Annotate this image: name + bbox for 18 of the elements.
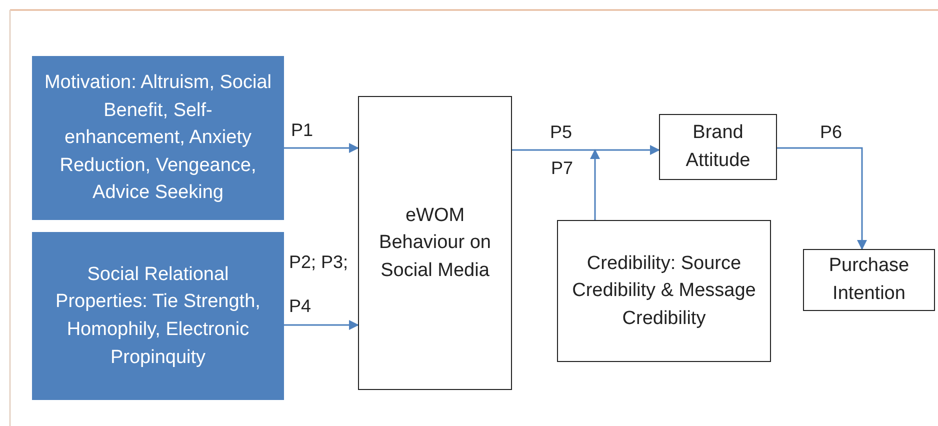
factor-box <box>32 232 284 400</box>
arrow <box>512 145 660 155</box>
box-label: Brand Attitude <box>684 121 752 173</box>
moderator-box <box>557 220 771 362</box>
edge-label: P2; P3; P4 <box>288 251 350 318</box>
factor-box <box>32 56 284 220</box>
arrow <box>284 143 359 153</box>
arrow <box>284 320 359 330</box>
box-label: eWOM Behaviour on Social Media <box>378 204 492 283</box>
arrow <box>777 147 867 250</box>
box-label: Credibility: Source Credibility & Message Credibility <box>571 252 757 331</box>
arrow <box>590 149 600 220</box>
box-label: Social Relational Properties: Tie Strength, Homophily, Electronic Propinquity <box>54 262 262 370</box>
box-label: Purchase Intention <box>828 254 910 306</box>
outcome-box <box>803 249 935 311</box>
box-label: Motivation: Altruism, Social Benefit, Self-enhancement, Anxiety Reduction, Vengeance, Advice Seeking <box>44 71 272 206</box>
process-box <box>358 96 512 390</box>
outcome-box <box>659 114 777 180</box>
